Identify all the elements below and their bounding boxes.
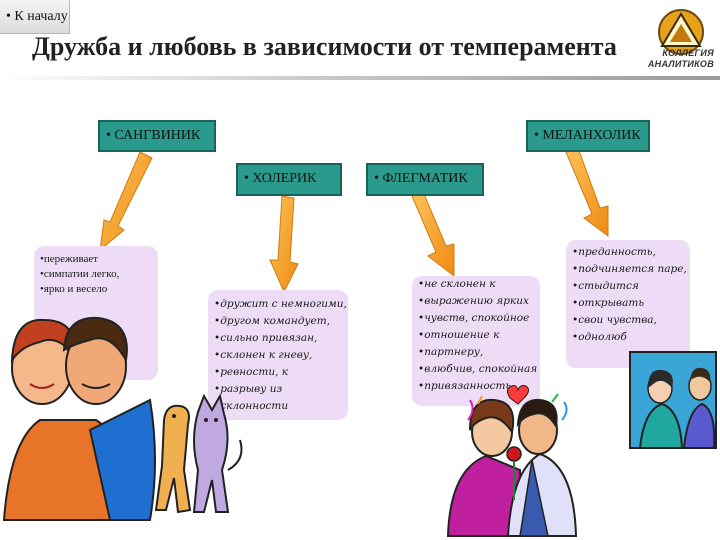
- trait-item: отношение к: [418, 327, 536, 344]
- logo-text-line2: АНАЛИТИКОВ: [647, 59, 714, 69]
- home-link[interactable]: • К началу: [0, 0, 70, 34]
- couple-with-rose-clipart: [446, 385, 578, 537]
- traits-list-sanguine: переживает симпатии легко, ярко и весело: [40, 252, 154, 297]
- trait-item: сильно привязан,: [214, 330, 344, 347]
- trait-item: склонности: [214, 398, 344, 415]
- trait-item: переживает: [40, 252, 154, 267]
- arrow-sanguine: [99, 151, 153, 252]
- trait-item: чувств, спокойное: [418, 310, 536, 327]
- trait-item: дружит с немногими,: [214, 296, 347, 313]
- type-box-phlegmatic: • ФЛЕГМАТИК: [366, 163, 484, 196]
- trait-item: не склонен к: [418, 276, 536, 293]
- trait-item: ревности, к: [214, 364, 344, 381]
- desc-box-phlegmatic: не склонен к выражению ярких чувств, спо…: [412, 276, 540, 406]
- desc-box-melancholic: преданность, подчиняется паре, стыдится …: [566, 240, 690, 368]
- traits-list-melancholic: преданность, подчиняется паре, стыдится …: [572, 244, 687, 346]
- title-divider: [0, 76, 720, 80]
- traits-list-phlegmatic: не склонен к выражению ярких чувств, спо…: [418, 276, 537, 395]
- trait-item: партнеру,: [418, 344, 536, 361]
- trait-item: склонен к гневу,: [214, 347, 344, 364]
- trait-item: влюбчив, спокойная: [418, 361, 537, 378]
- trait-item: ярко и весело: [40, 282, 154, 297]
- trait-item: подчиняется паре,: [572, 261, 687, 278]
- trait-item: свои чувства,: [572, 312, 686, 329]
- type-box-choleric: • ХОЛЕРИК: [236, 163, 342, 196]
- desc-box-choleric: дружит с немногими, другом командует, си…: [208, 290, 348, 420]
- type-box-melancholic: • МЕЛАНХОЛИК: [526, 120, 650, 152]
- trait-item: однолюб: [572, 329, 686, 346]
- trait-item: разрыву из: [214, 381, 344, 398]
- logo-emblem-icon: [658, 9, 704, 55]
- trait-item: преданность,: [572, 244, 686, 261]
- trait-item: симпатии легко,: [40, 267, 154, 282]
- trait-item: стыдится: [572, 278, 686, 295]
- trait-item: привязанность: [418, 378, 536, 395]
- trait-item: выражению ярких: [418, 293, 536, 310]
- desc-box-sanguine: переживает симпатии легко, ярко и весело: [34, 246, 158, 380]
- page-title: Дружба и любовь в зависимости от темпера…: [32, 32, 617, 61]
- arrow-choleric: [269, 195, 299, 294]
- arrow-phlegmatic: [411, 193, 455, 278]
- type-box-sanguine: • САНГВИНИК: [98, 120, 216, 152]
- arrow-melancholic: [565, 147, 609, 237]
- traits-list-choleric: дружит с немногими, другом командует, си…: [214, 296, 347, 415]
- trait-item: другом командует,: [214, 313, 344, 330]
- logo-text-line1: КОЛЛЕГИЯ: [662, 48, 714, 58]
- trait-item: открывать: [572, 295, 686, 312]
